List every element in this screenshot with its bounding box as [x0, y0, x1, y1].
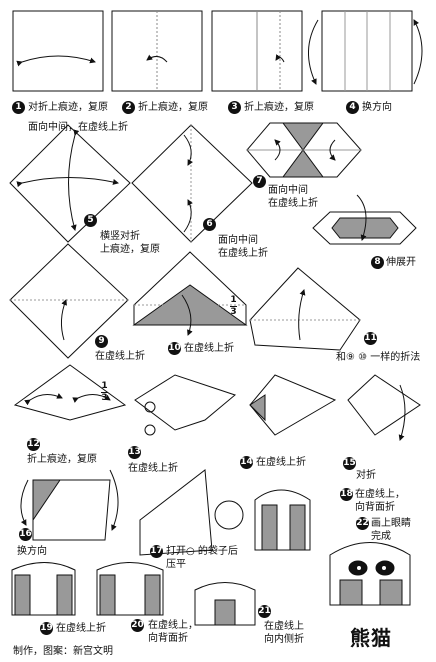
step8-number: 8	[371, 256, 384, 269]
step17-shape	[139, 469, 213, 556]
step21-label: 在虚线上 向内侧折	[264, 621, 304, 645]
step22-label: 画上眼睛 完成	[371, 518, 411, 542]
step13-label: 在虚线上折	[128, 463, 178, 474]
step15-label: 对折	[356, 470, 376, 481]
step5-label: 横竖对折 上痕迹，复原	[100, 231, 160, 255]
step18-label: 在虚线上， 向背面折	[355, 489, 405, 513]
step8-label: 伸展开	[386, 257, 416, 268]
step2-number: 2	[122, 101, 135, 114]
step19-label: 在虚线上折	[56, 623, 106, 634]
step11-shape	[249, 267, 361, 351]
step12-shape	[13, 364, 127, 421]
step12-number: 12	[27, 438, 40, 451]
step12-label: 折上痕迹，复原	[27, 454, 97, 465]
step9-diamond	[9, 243, 129, 359]
step20-number: 20	[131, 619, 144, 632]
step14-shape	[249, 374, 337, 436]
step22-number: 22	[356, 517, 369, 530]
step14-label: 在虚线上折	[256, 457, 306, 468]
credit-line: 制作，图案：新宫文明	[13, 646, 113, 657]
step2-arrow	[146, 54, 168, 63]
step16-number: 16	[19, 528, 32, 541]
step9-label: 在虚线上折	[95, 351, 145, 362]
step1-label: 对折上痕迹，复原	[28, 102, 108, 113]
step11-label: 和⑨ ⑩ 一样的折法	[336, 352, 421, 363]
step14-number: 14	[240, 456, 253, 469]
step10-label: 在虚线上折	[184, 343, 234, 354]
step1-square	[12, 10, 104, 92]
step6-diamond	[131, 124, 253, 243]
step2-label: 折上痕迹，复原	[138, 102, 208, 113]
step13-shape	[134, 374, 237, 431]
step17-label: 打开○ 的袋子后 压平	[166, 546, 238, 570]
step7-number: 7	[253, 175, 266, 188]
step16-label: 换方向	[17, 546, 47, 557]
step18-number: 18	[340, 488, 353, 501]
step11-number: 11	[364, 332, 377, 345]
step5-number: 5	[84, 214, 97, 227]
step3-arrow	[275, 54, 285, 63]
step5-diamond	[9, 124, 131, 243]
step1-arrow	[16, 55, 96, 67]
step4-number: 4	[346, 101, 359, 114]
step9-number: 9	[95, 335, 108, 348]
step4-arrow	[307, 19, 319, 85]
step1-number: 1	[12, 101, 25, 114]
step13-number: 13	[128, 446, 141, 459]
step15-number: 15	[343, 457, 356, 470]
step5-arrow-h	[16, 177, 119, 188]
step10-number: 10	[168, 342, 181, 355]
step6-label: 面向中间 在虚线上折	[218, 235, 268, 259]
step7-label: 面向中间 在虚线上折	[268, 185, 318, 209]
step15-shape	[347, 374, 421, 436]
page-title: 熊猫	[350, 626, 392, 650]
step3-number: 3	[228, 101, 241, 114]
step20-label: 在虚线上， 向背面折	[148, 620, 198, 644]
top-note: 面向中间，在虚线上折	[28, 122, 128, 133]
step21-number: 21	[258, 605, 271, 618]
step19-number: 19	[40, 622, 53, 635]
step4-label: 换方向	[362, 102, 392, 113]
step3-label: 折上痕迹，复原	[244, 102, 314, 113]
step17-number: 17	[150, 545, 163, 558]
step6-number: 6	[203, 218, 216, 231]
